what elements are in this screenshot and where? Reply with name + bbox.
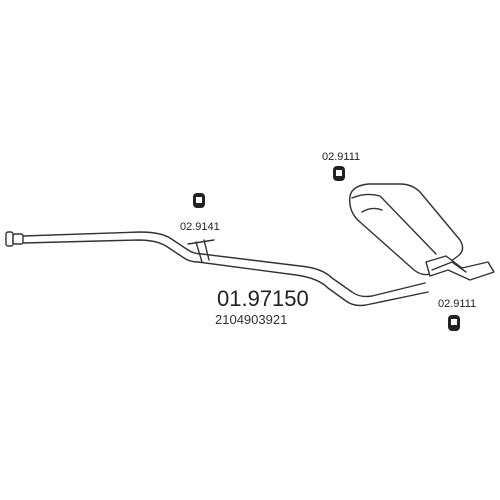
pipe-clamp: [187, 239, 215, 263]
hanger-mount-9111-upper: [333, 166, 345, 181]
hanger-code-label: 02.9111: [438, 298, 476, 310]
tailpipe-outlets: [425, 255, 495, 281]
hanger-code-label: 02.9141: [180, 221, 220, 233]
hanger-mount-9141: [193, 193, 205, 208]
rear-silencer: [349, 183, 464, 276]
hanger-code-label: 02.9111: [322, 151, 360, 163]
hanger-mount-9111-lower: [448, 315, 460, 331]
inlet-flange: [5, 231, 24, 247]
intermediate-pipe: [22, 231, 429, 307]
main-part-number: 01.97150: [217, 286, 309, 311]
oem-number: 2104903921: [215, 312, 287, 327]
